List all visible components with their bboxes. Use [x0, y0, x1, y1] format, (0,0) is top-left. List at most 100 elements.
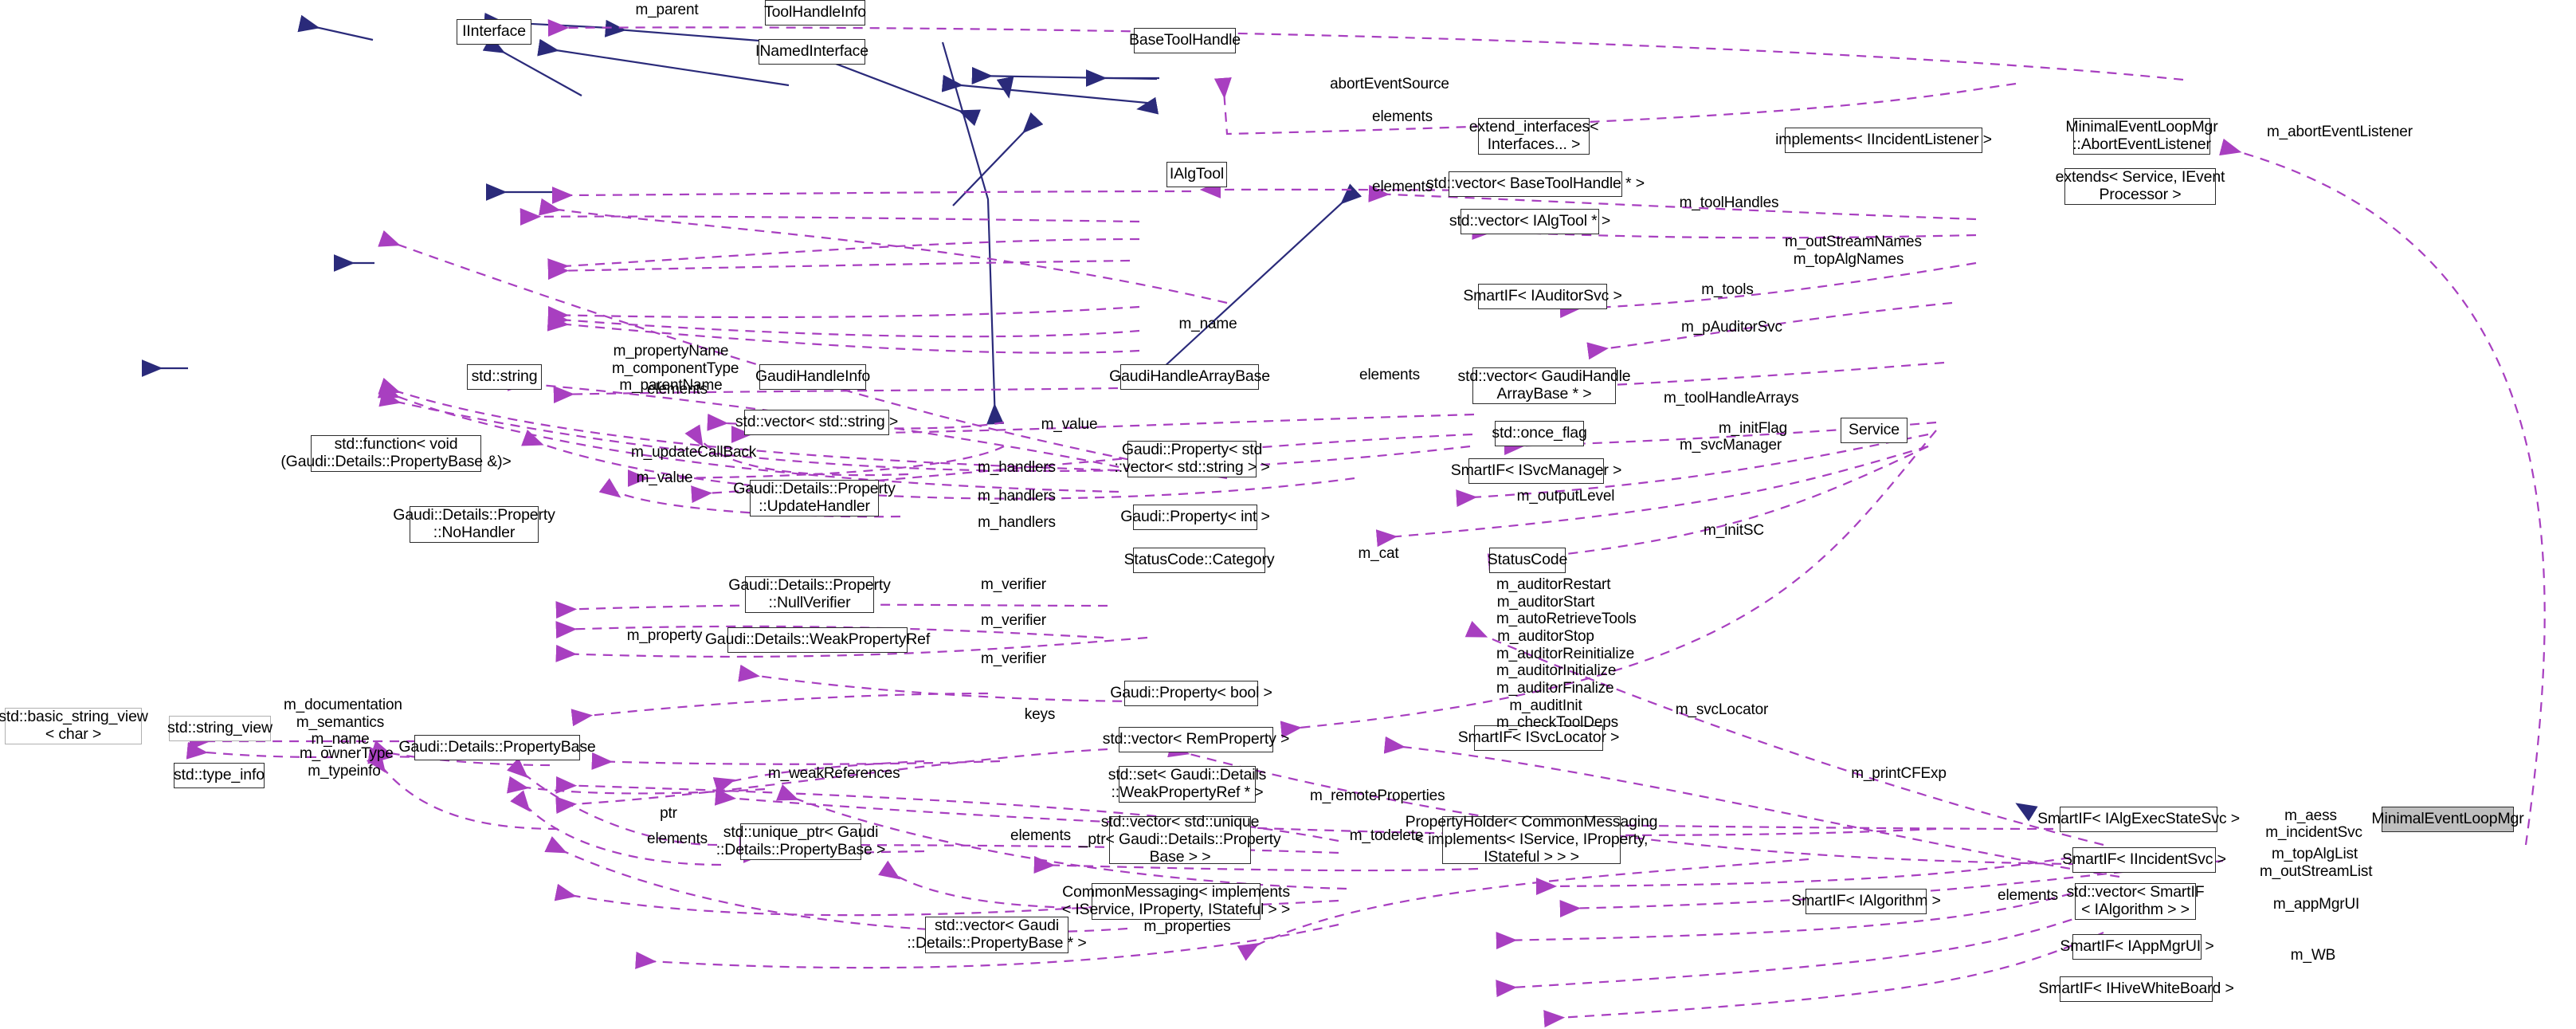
node-label: SmartIF< IHiveWhiteBoard >: [2038, 980, 2234, 998]
label-text: m_abortEventListener: [2267, 124, 2413, 140]
node-label: std::vector< Gaudi ::Details::PropertyBa…: [907, 917, 1087, 952]
node-label: Service: [1849, 421, 1900, 439]
edge-label-m-cat: m_cat: [1355, 545, 1402, 563]
node-gaudi-property-bool[interactable]: Gaudi::Property< bool >: [1110, 681, 1272, 706]
node-label: implements< IIncidentListener >: [1775, 131, 1992, 149]
label-text: m_tools: [1701, 281, 1754, 298]
node-extend-interfaces[interactable]: extend_interfaces< Interfaces... >: [1469, 118, 1598, 155]
node-label: INamedInterface: [755, 42, 868, 61]
label-text: m_svcManager: [1680, 437, 1782, 454]
node-smartif-isvcmanager[interactable]: SmartIF< ISvcManager >: [1451, 458, 1621, 484]
node-gaudihandlearraybase[interactable]: GaudiHandleArrayBase: [1109, 364, 1270, 390]
edge-label-m-todelete: m_todelete: [1347, 827, 1426, 845]
node-property-updatehandler[interactable]: Gaudi::Details::Property ::UpdateHandler: [733, 480, 896, 516]
label-text: m_outputLevel: [1516, 488, 1615, 505]
node-label: std::string: [471, 367, 538, 386]
edge-label-m-toolhandlearrays: m_toolHandleArrays: [1664, 390, 1799, 407]
node-label: std::vector< IAlgTool * >: [1449, 212, 1611, 230]
edge-label-m-wb: m_WB: [2288, 947, 2338, 964]
node-label: BaseToolHandle: [1129, 31, 1241, 49]
node-smartif-ihivewhiteboard[interactable]: SmartIF< IHiveWhiteBoard >: [2038, 976, 2234, 1002]
node-label: Gaudi::Details::PropertyBase: [398, 738, 596, 756]
node-set-weakpropertyref-ptr[interactable]: std::set< Gaudi::Details ::WeakPropertyR…: [1108, 766, 1266, 803]
node-basetoolhandle[interactable]: BaseToolHandle: [1129, 28, 1241, 53]
label-text: m_parent: [635, 2, 699, 18]
node-toolhandleinfo[interactable]: ToolHandleInfo: [764, 0, 866, 26]
label-text: m_handlers: [978, 459, 1056, 476]
node-weakpropertyref[interactable]: Gaudi::Details::WeakPropertyRef: [705, 627, 930, 653]
edge-label-keys: keys: [1020, 706, 1060, 724]
node-label: Gaudi::Details::Property ::UpdateHandler: [733, 480, 896, 515]
label-text: m_propertyName m_componentType m_parentN…: [612, 343, 739, 395]
node-service[interactable]: Service: [1841, 418, 1907, 443]
node-extends-service-ieventprocessor[interactable]: extends< Service, IEvent Processor >: [2056, 168, 2225, 205]
node-smartif-ialgexecstatesvc[interactable]: SmartIF< IAlgExecStateSvc >: [2037, 807, 2240, 832]
edge-label-m-handlers-1: m_handlers: [975, 459, 1058, 477]
node-label: GaudiHandleInfo: [755, 367, 871, 386]
node-propertyholder-commonmessaging[interactable]: PropertyHolder< CommonMessaging < implem…: [1406, 813, 1658, 866]
node-std-once-flag[interactable]: std::once_flag: [1492, 421, 1587, 446]
node-smartif-iincidentsvc[interactable]: SmartIF< IIncidentSvc >: [2062, 847, 2226, 873]
node-gaudi-property-vector-string[interactable]: Gaudi::Property< std ::vector< std::stri…: [1114, 441, 1270, 477]
node-std-string-view[interactable]: std::string_view: [167, 716, 272, 741]
node-ialgtool[interactable]: IAlgTool: [1166, 162, 1227, 187]
label-text: m_pAuditorSvc: [1681, 319, 1782, 336]
label-text: m_cat: [1358, 545, 1399, 562]
node-std-string[interactable]: std::string: [467, 364, 542, 390]
node-label: std::vector< SmartIF < IAlgorithm > >: [2066, 883, 2205, 918]
label-text: abortEventSource: [1330, 76, 1449, 92]
node-gaudi-details-propertybase[interactable]: Gaudi::Details::PropertyBase: [398, 735, 596, 760]
edge-label-m-verifier-3: m_verifier: [977, 650, 1050, 668]
node-commonmessaging-implements[interactable]: CommonMessaging< implements < IService, …: [1062, 883, 1290, 920]
node-statuscode-category[interactable]: StatusCode::Category: [1124, 548, 1275, 573]
edge-label-aborteventsource: abortEventSource: [1329, 76, 1450, 93]
node-vector-smartif-ialgorithm[interactable]: std::vector< SmartIF < IAlgorithm > >: [2066, 883, 2205, 920]
edge-label-m-parent: m_parent: [628, 2, 706, 19]
edge-label-m-pauditorsvc: m_pAuditorSvc: [1681, 319, 1782, 336]
node-unique-ptr-propertybase[interactable]: std::unique_ptr< Gaudi ::Details::Proper…: [716, 823, 885, 860]
label-text: ptr: [660, 805, 677, 822]
node-vector-unique-ptr-propertybase[interactable]: std::vector< std::unique _ptr< Gaudi::De…: [1080, 813, 1281, 866]
node-label: Gaudi::Details::Property ::NullVerifier: [728, 576, 891, 611]
node-minimaleventloopmgr[interactable]: MinimalEventLoopMgr: [2371, 807, 2524, 832]
edge-label-m-printcfexp: m_printCFExp: [1850, 765, 1947, 783]
label-text: m_properties: [1143, 918, 1231, 935]
node-minimaleventloopmgr-aborteventlistener[interactable]: MinimalEventLoopMgr ::AbortEventListener: [2065, 118, 2218, 155]
node-gaudi-property-int[interactable]: Gaudi::Property< int >: [1120, 505, 1270, 530]
node-basic-string-view-char[interactable]: std::basic_string_view < char >: [0, 708, 148, 744]
node-implements-iincidentlistener[interactable]: implements< IIncidentListener >: [1775, 128, 1992, 153]
node-property-nullverifier[interactable]: Gaudi::Details::Property ::NullVerifier: [728, 576, 891, 613]
node-iinterface[interactable]: IInterface: [457, 19, 531, 45]
node-label: std::vector< std::string >: [735, 413, 899, 431]
node-smartif-iappmgrui[interactable]: SmartIF< IAppMgrUI >: [2060, 934, 2214, 960]
node-vector-propertybase-ptr[interactable]: std::vector< Gaudi ::Details::PropertyBa…: [907, 917, 1087, 953]
node-vector-remproperty[interactable]: std::vector< RemProperty >: [1103, 727, 1289, 752]
node-std-function-void-propertybase[interactable]: std::function< void (Gaudi::Details::Pro…: [280, 435, 512, 472]
label-text: m_value: [636, 469, 693, 486]
edge-label-m-handlers-3: m_handlers: [975, 514, 1058, 532]
node-vector-gaudihandlearraybase-ptr[interactable]: std::vector< GaudiHandle ArrayBase * >: [1458, 367, 1631, 404]
node-smartif-ialgorithm[interactable]: SmartIF< IAlgorithm >: [1791, 889, 1941, 914]
node-label: CommonMessaging< implements < IService, …: [1061, 883, 1291, 918]
edge-label-m-properties: m_properties: [1143, 918, 1232, 936]
label-text: m_handlers: [978, 488, 1056, 505]
node-vector-ialgtool-ptr[interactable]: std::vector< IAlgTool * >: [1449, 209, 1610, 234]
edge-label-m-property: m_property: [625, 627, 704, 645]
node-statuscode[interactable]: StatusCode: [1488, 548, 1567, 573]
node-smartif-isvclocator-upper[interactable]: SmartIF< ISvcLocator >: [1458, 725, 1619, 751]
label-text: m_updateCallBack: [631, 444, 757, 461]
node-vector-std-string[interactable]: std::vector< std::string >: [735, 410, 898, 435]
node-gaudihandleinfo[interactable]: GaudiHandleInfo: [755, 364, 870, 390]
node-vector-basetoolhandle-ptr[interactable]: std::vector< BaseToolHandle * >: [1426, 171, 1645, 197]
node-label: SmartIF< IAppMgrUI >: [2060, 937, 2214, 956]
node-inamedinterface[interactable]: INamedInterface: [755, 39, 868, 65]
node-std-type-info[interactable]: std::type_info: [174, 763, 265, 788]
node-label: Gaudi::Property< int >: [1120, 508, 1270, 526]
node-property-nohandler[interactable]: Gaudi::Details::Property ::NoHandler: [393, 506, 555, 543]
label-text: m_weakReferences: [768, 765, 900, 782]
node-label: MinimalEventLoopMgr ::AbortEventListener: [2065, 118, 2218, 153]
label-text: m_printCFExp: [1851, 765, 1947, 782]
node-smartif-iauditorsvc[interactable]: SmartIF< IAuditorSvc >: [1463, 284, 1622, 309]
edge-label-m-updatecallback: m_updateCallBack: [631, 444, 757, 461]
